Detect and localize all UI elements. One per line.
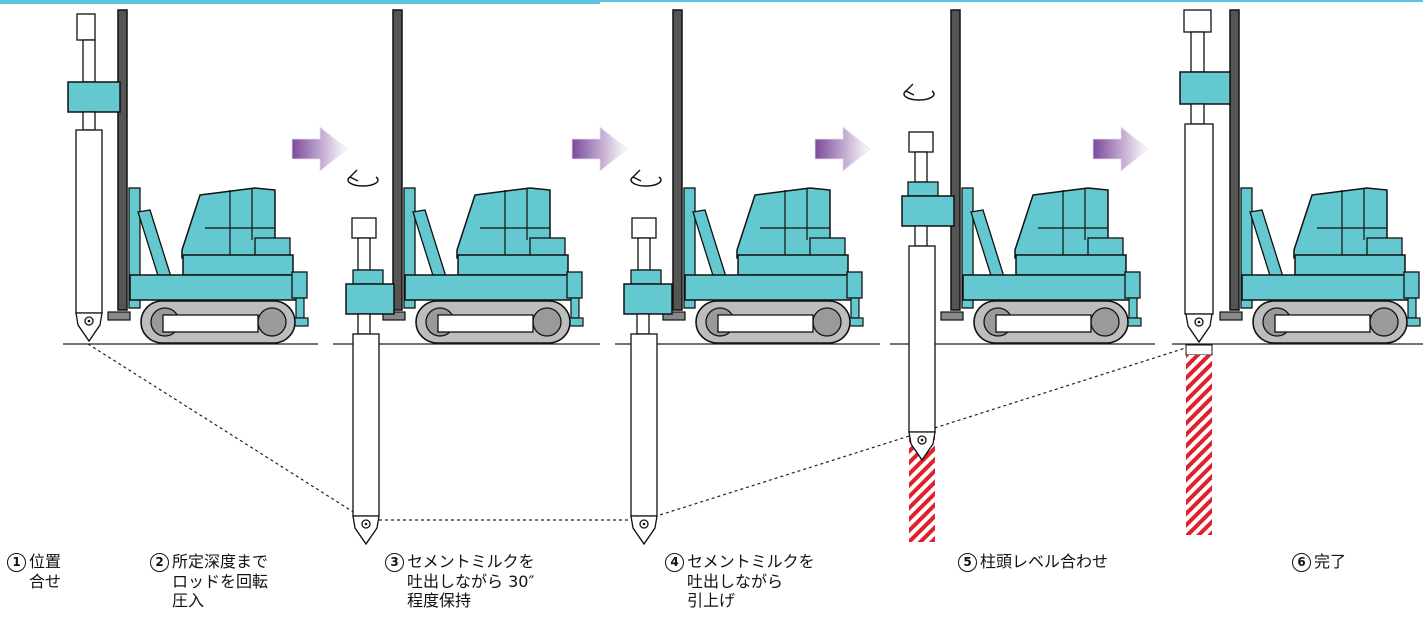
drilling-machine — [1219, 9, 1421, 344]
header-accent-bar — [0, 0, 600, 4]
step-number-badge: 1 — [7, 553, 26, 572]
rotation-arrow-icon — [347, 169, 379, 187]
step-number-badge: 4 — [665, 553, 684, 572]
rotation-arrow-icon — [630, 169, 662, 187]
next-step-arrow-icon — [1092, 126, 1149, 172]
next-step-arrow-icon — [814, 126, 871, 172]
next-step-arrow-icon — [571, 126, 628, 172]
step-number-badge: 5 — [958, 553, 977, 572]
rotation-arrow-icon — [903, 83, 935, 101]
drilling-machine — [662, 9, 864, 344]
step-1-illustration — [67, 9, 309, 344]
next-step-arrow-icon — [291, 126, 348, 172]
step-5-illustration — [1179, 9, 1421, 535]
step-3-illustration — [623, 9, 864, 545]
drilling-machine — [382, 9, 584, 344]
step-4-illustration — [901, 9, 1142, 542]
step-number-badge: 2 — [150, 553, 169, 572]
step-2-illustration — [345, 9, 584, 545]
step-number-badge: 6 — [1292, 553, 1311, 572]
drilling-machine — [107, 9, 309, 344]
drilling-machine — [940, 9, 1142, 344]
header-accent-line — [600, 0, 1423, 2]
step-number-badge: 3 — [385, 553, 404, 572]
